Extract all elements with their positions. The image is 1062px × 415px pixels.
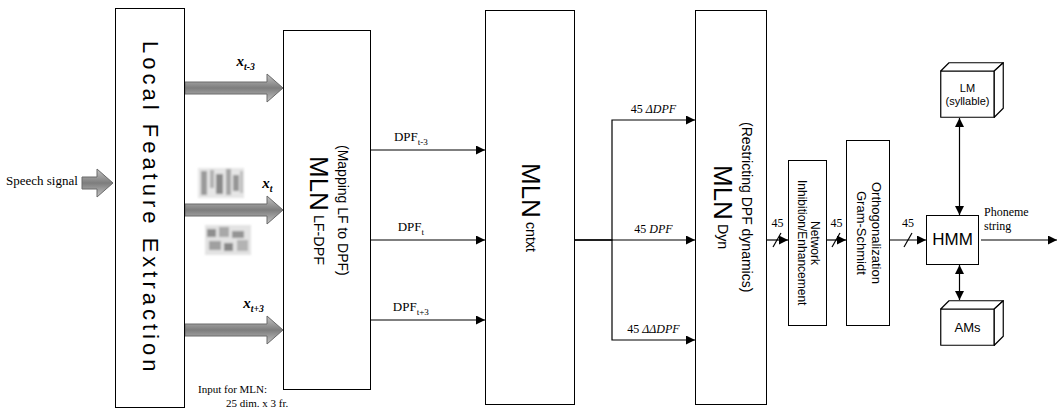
hmm-box: HMM	[926, 215, 979, 265]
box-title: HMM	[932, 230, 973, 250]
text-part: Dyn	[715, 220, 731, 249]
cube-face	[994, 301, 1003, 346]
text-part: t+3	[417, 307, 429, 317]
edge-label: 45	[901, 217, 915, 231]
box-title: Local Feature Extraction	[137, 41, 163, 375]
cube-face	[941, 301, 1004, 309]
connector-arrow	[827, 239, 846, 240]
connector-arrow	[371, 239, 485, 240]
text-part: ΔDPF	[646, 102, 676, 116]
text-part: DPF	[394, 129, 418, 144]
text-part: DPF	[398, 219, 422, 234]
note-label: 25 dim. x 3 fr.	[226, 397, 288, 410]
text-part: Inhibition/Enhancement Network	[795, 180, 823, 305]
text-part: MLN	[708, 165, 738, 220]
box-title: MLN Dyn	[707, 165, 738, 249]
text-part: 45	[634, 222, 649, 236]
network-box: Inhibition/Enhancement Network	[788, 160, 827, 326]
text-part: x	[237, 53, 245, 69]
box-subtitle: (Restricting DPF dynamics)	[738, 122, 755, 292]
text-part: t	[422, 227, 425, 237]
feature-arrow	[185, 196, 283, 224]
text-part: t+3	[251, 303, 264, 314]
text-part: t-3	[418, 137, 428, 147]
text-part: cntxt	[523, 218, 539, 252]
text-part: t-3	[244, 61, 255, 72]
text-part: (Restricting DPF dynamics)	[739, 122, 755, 292]
connector-arrow	[959, 118, 960, 215]
orthogonalization-box: Gram-Schmidt Orthogonalization	[846, 140, 890, 326]
edge-label: DPFt+3	[392, 300, 430, 317]
text-part: Gram-Schmidt Orthogonalization	[854, 182, 884, 284]
mlp-box: MLN Dyn(Restricting DPF dynamics)	[695, 10, 767, 405]
signal-arrow	[82, 169, 113, 197]
feature-arrow	[185, 316, 283, 344]
text-part: 45	[631, 102, 646, 116]
mlp-box: MLN cntxt	[485, 10, 575, 405]
box-title: Inhibition/Enhancement Network	[794, 165, 822, 321]
edge-label: 45 ΔDPF	[630, 103, 677, 117]
box-subtitle: (Mapping LF to DPF)	[334, 145, 351, 276]
connector-arrow	[890, 239, 926, 240]
text-part: x	[262, 175, 270, 191]
feature-extraction-box: Local Feature Extraction	[115, 8, 185, 408]
output-arrow	[981, 239, 1057, 240]
note-label: Input for MLN:	[198, 383, 267, 396]
text-part: 45	[902, 216, 914, 230]
output-label: Phoneme string	[984, 206, 1044, 234]
box-title: Gram-Schmidt Orthogonalization	[853, 146, 883, 320]
text-part: ΔΔDPF	[642, 322, 679, 336]
connector-arrow	[575, 120, 695, 240]
box-title: MLN LF-DPF	[303, 156, 334, 265]
text-part: HMM	[932, 230, 973, 249]
model-cube: AMs	[940, 300, 1004, 346]
connector-arrow	[371, 319, 485, 320]
text-part: Local Feature Extraction	[138, 41, 163, 375]
spectrogram-patch	[205, 225, 251, 255]
text-part: MLN	[516, 163, 546, 218]
text-part: LF-DPF	[311, 210, 327, 264]
box-title: LM (syllable)	[945, 82, 991, 107]
text-part: 45	[831, 216, 843, 230]
edge-label: 45 DPF	[633, 223, 673, 237]
text-part: 45	[772, 216, 784, 230]
connector-arrow	[371, 149, 485, 150]
model-cube: LM (syllable)	[940, 62, 1004, 118]
mlp-box: MLN LF-DPF(Mapping LF to DPF)	[283, 30, 371, 390]
edge-label: xt	[261, 175, 273, 194]
text-part: DPF	[393, 299, 417, 314]
edge-label: 45 ΔΔDPF	[626, 323, 680, 337]
edge-label: 45	[830, 217, 844, 231]
cube-face	[941, 309, 995, 345]
connector-arrow	[959, 265, 960, 300]
text-part: t	[270, 183, 273, 194]
feature-arrow	[185, 74, 283, 102]
text-part: LM (syllable)	[945, 82, 989, 107]
connector-arrow	[767, 239, 788, 240]
text-part: (Mapping LF to DPF)	[335, 145, 351, 276]
cube-face	[941, 63, 1004, 71]
cube-face	[994, 63, 1003, 118]
box-title: AMs	[955, 320, 981, 336]
cube-face	[941, 71, 995, 117]
edge-label: DPFt-3	[393, 130, 429, 147]
edge-label: xt+3	[242, 295, 265, 314]
spectrogram-patch	[198, 168, 244, 198]
edge-label: xt-3	[236, 53, 256, 72]
box-title: MLN cntxt	[514, 163, 545, 252]
input-label: Speech signal	[6, 174, 78, 189]
connector-arrow	[575, 240, 695, 340]
text-part: AMs	[955, 320, 981, 335]
text-part: 45	[627, 322, 642, 336]
edge-label: DPFt	[397, 220, 425, 237]
text-part: x	[243, 295, 251, 311]
text-part: DPF	[649, 222, 672, 236]
text-part: MLN	[304, 156, 334, 211]
edge-label: 45	[771, 217, 785, 231]
